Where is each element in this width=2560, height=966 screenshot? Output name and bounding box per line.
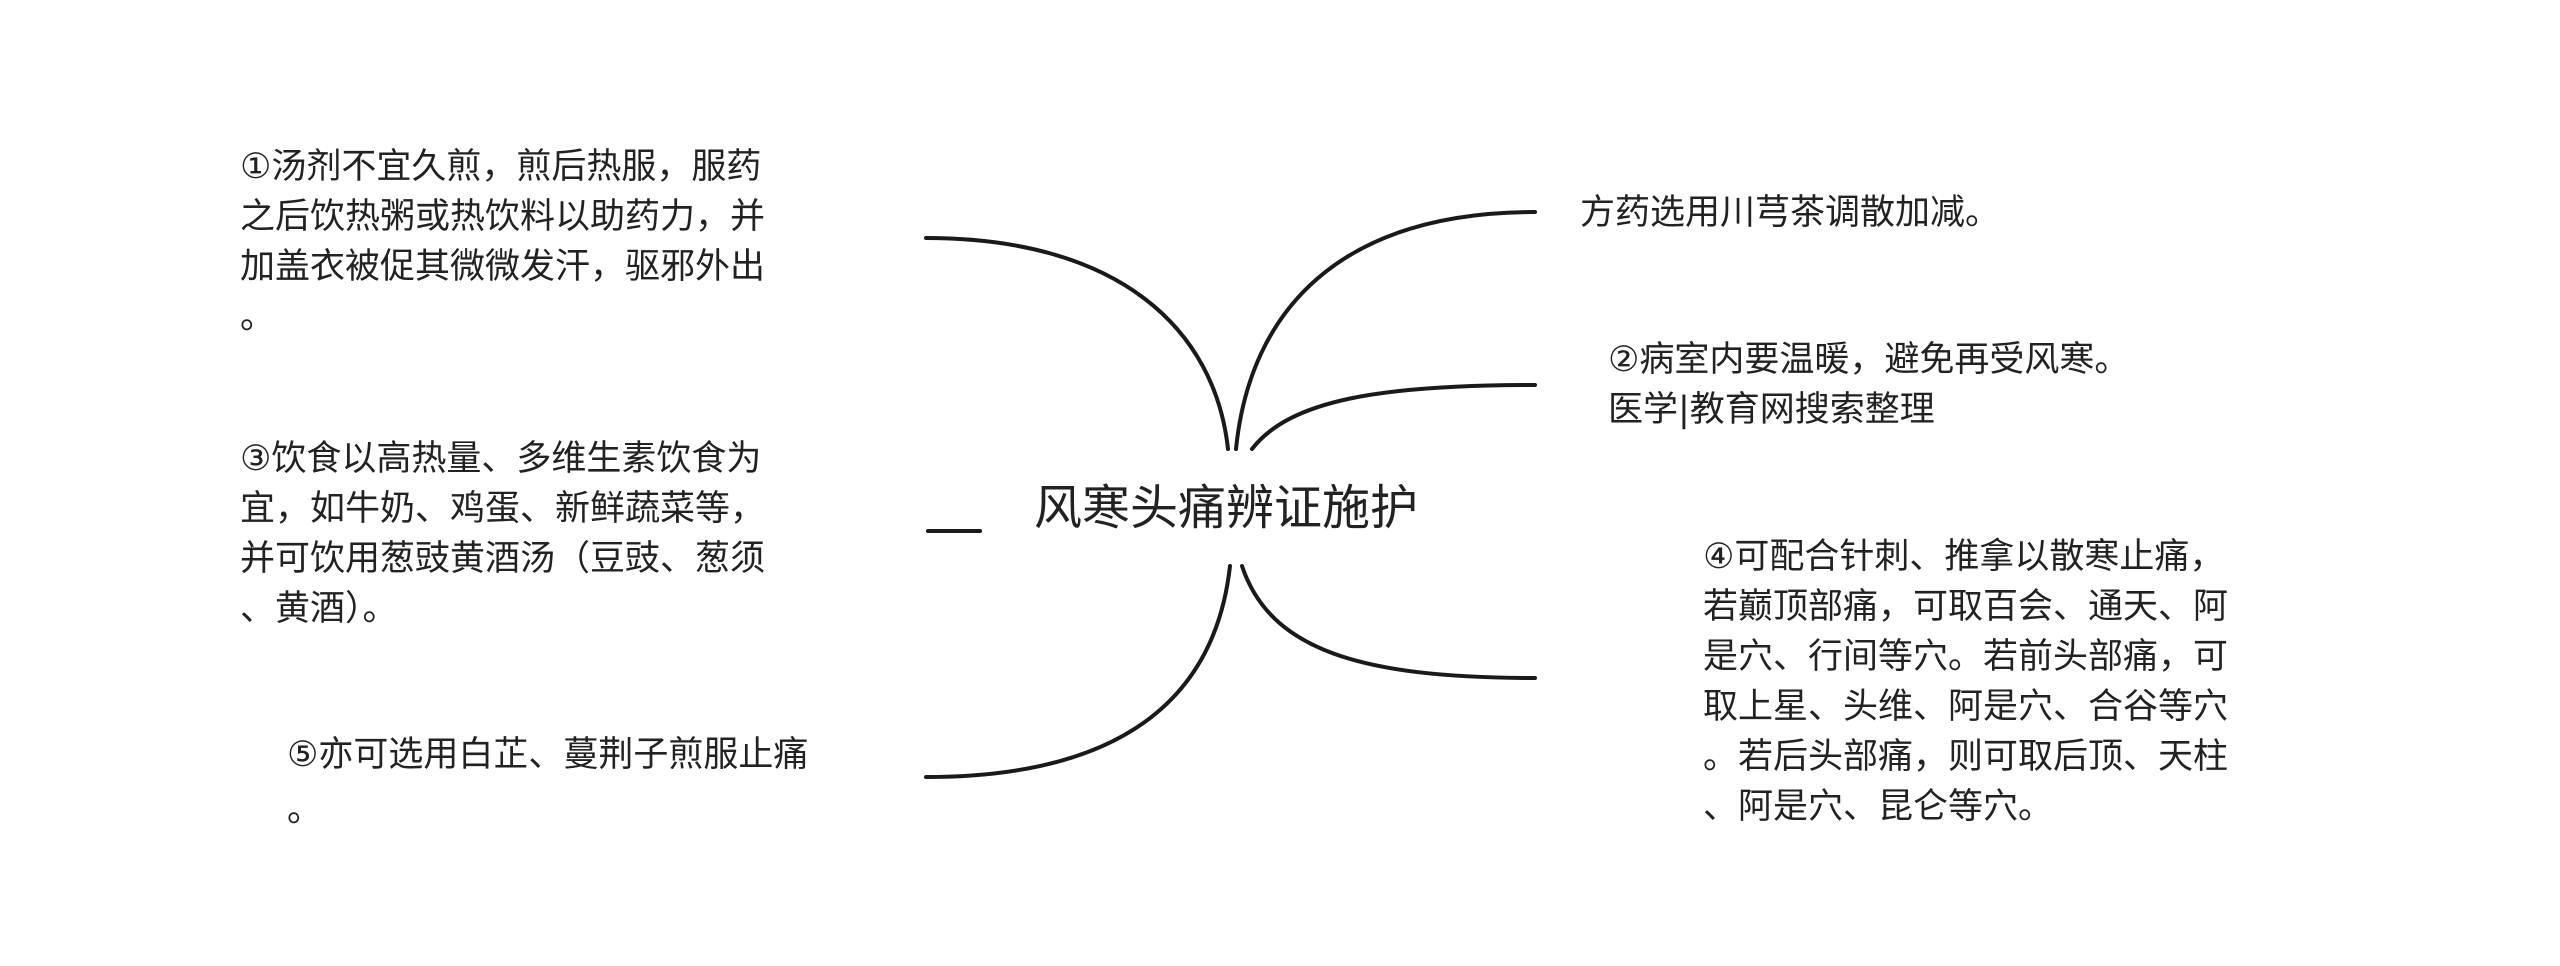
branch-text-line: 并可饮用葱豉黄酒汤（豆豉、葱须 — [240, 539, 766, 579]
branch-left-mid[interactable]: ③饮食以高热量、多维生素饮食为 宜，如牛奶、鸡蛋、新鲜蔬菜等， 并可饮用葱豉黄酒… — [240, 434, 765, 634]
branch-text-line: ④可配合针刺、推拿以散寒止痛， — [1703, 537, 2225, 577]
branch-text-line: ②病室内要温暖，避免再受风寒。 — [1608, 340, 2130, 380]
branch-text-line: 方药选用川芎茶调散加减。 — [1580, 193, 2001, 233]
branch-right-mid[interactable]: ②病室内要温暖，避免再受风寒。 医学|教育网搜索整理 — [1608, 335, 2129, 435]
branch-text-line: 。 — [287, 790, 323, 830]
branch-text-line: 、黄酒）。 — [240, 589, 398, 629]
root-topic[interactable]: 风寒头痛辨证施护 — [1034, 480, 1419, 536]
branch-text-line: 是穴、行间等穴。若前头部痛，可 — [1703, 637, 2229, 677]
branch-text-line: 。 — [240, 297, 276, 337]
connector-right-top — [1234, 210, 1537, 451]
connector-left-top — [924, 236, 1230, 451]
branch-text-line: 。若后头部痛，则可取后顶、天柱 — [1703, 737, 2229, 777]
branch-text-line: ③饮食以高热量、多维生素饮食为 — [240, 439, 762, 479]
connector-right-bottom — [1240, 564, 1537, 680]
branch-left-top[interactable]: ①汤剂不宜久煎，煎后热服，服药 之后饮热粥或热饮料以助药力，并 加盖衣被促其微微… — [240, 142, 765, 342]
branch-text-line: 宜，如牛奶、鸡蛋、新鲜蔬菜等， — [240, 489, 766, 529]
branch-text-line: 若巅顶部痛，可取百会、通天、阿 — [1703, 587, 2229, 627]
branch-left-bottom[interactable]: ⑤亦可选用白芷、蔓荆子煎服止痛 。 — [287, 728, 808, 838]
branch-text-line: ①汤剂不宜久煎，煎后热服，服药 — [240, 147, 762, 187]
branch-right-top[interactable]: 方药选用川芎茶调散加减。 — [1580, 188, 2000, 238]
branch-text-line: 加盖衣被促其微微发汗，驱邪外出 — [240, 247, 766, 287]
branch-text-line: ⑤亦可选用白芷、蔓荆子煎服止痛 — [287, 735, 809, 775]
branch-text-line: 、阿是穴、昆仑等穴。 — [1703, 787, 2054, 827]
branch-right-bottom[interactable]: ④可配合针刺、推拿以散寒止痛， 若巅顶部痛，可取百会、通天、阿 是穴、行间等穴。… — [1703, 532, 2228, 832]
connector-left-bottom — [924, 564, 1232, 779]
branch-text-line: 之后饮热粥或热饮料以助药力，并 — [240, 197, 766, 237]
connector-right-mid — [1250, 383, 1537, 451]
branch-text-line: 医学|教育网搜索整理 — [1608, 390, 1935, 430]
branch-text-line: 取上星、头维、阿是穴、合谷等穴 — [1703, 687, 2229, 727]
